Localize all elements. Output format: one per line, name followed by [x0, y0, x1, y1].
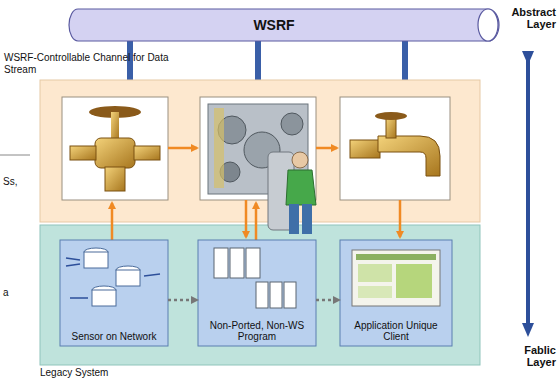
process-box: Application Unique Client	[340, 240, 452, 346]
fragment-text: Ss,	[3, 176, 33, 188]
sensor-icon	[66, 248, 160, 306]
box-label: Sensor on Network	[64, 331, 164, 342]
channel-box	[62, 97, 450, 200]
server-icon	[214, 248, 296, 308]
screen-icon	[352, 250, 440, 306]
dotted-arrow	[316, 299, 340, 302]
legacy-system-panel: Legacy SystemSensor on NetworkNon-Ported…	[40, 225, 480, 365]
legacy-box	[60, 240, 452, 346]
faucet-icon	[350, 112, 440, 176]
process-box: Sensor on Network	[60, 240, 168, 346]
box-label: Non-Ported, Non-WS Program	[202, 320, 312, 342]
layer-label: Fablic Layer	[500, 344, 556, 368]
channel-label: WSRF-Controllable Channel for Data Strea…	[4, 52, 194, 76]
valve-icon	[70, 106, 160, 191]
panel-heading: Legacy System	[40, 367, 108, 378]
process-box: Non-Ported, Non-WS Program	[198, 240, 316, 346]
channel-panel	[40, 80, 480, 222]
pipe-node: WSRF	[68, 8, 500, 42]
pipe-title: WSRF	[253, 17, 294, 33]
flow-arrow	[112, 148, 400, 240]
fragment-text: a	[3, 287, 23, 299]
dotted-arrow	[168, 299, 198, 302]
legacy-panel	[40, 225, 480, 365]
rule-line	[0, 155, 30, 156]
box-label: Application Unique Client	[344, 320, 448, 342]
layer-arrow	[526, 58, 530, 330]
layer-label: Abstract Layer	[500, 6, 556, 30]
worker-figure	[268, 152, 316, 234]
